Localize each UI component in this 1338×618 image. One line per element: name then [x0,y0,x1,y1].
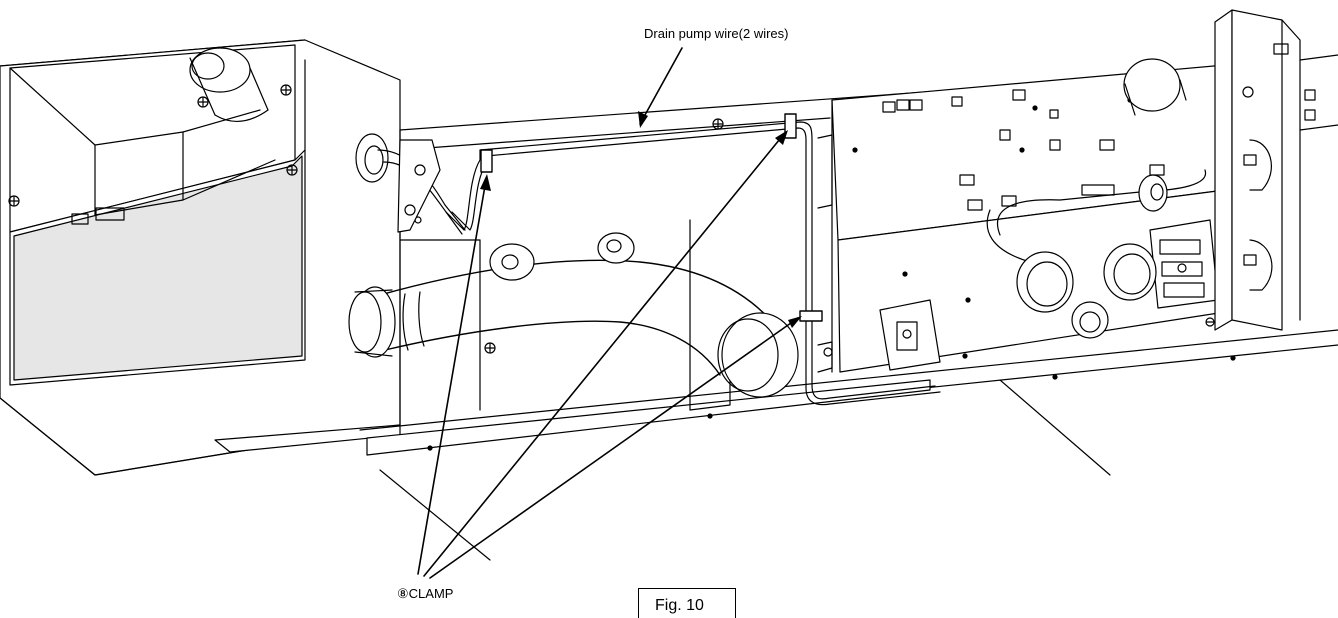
screw-icon [8,195,20,207]
clamp-3 [799,310,823,322]
screw-icon [280,84,292,96]
side-bracket [1214,9,1338,331]
pcb-panel [817,64,1226,373]
screw-icon [286,164,298,176]
leader-lines [417,47,802,579]
drain-pump-wire [445,121,941,406]
chassis [359,69,1338,561]
left-control-box [0,39,401,476]
top-right-pipe [1123,58,1187,116]
clamp-1 [480,149,493,173]
wire-grommet [355,133,466,235]
clamp-2 [784,113,797,139]
clamp-label: ⑧CLAMP [397,586,454,601]
figure-caption: Fig. 10 [638,588,736,618]
drain-pump-wire-label: Drain pump wire(2 wires) [644,26,789,41]
drain-hose [348,232,799,398]
screw-icon [197,96,209,108]
